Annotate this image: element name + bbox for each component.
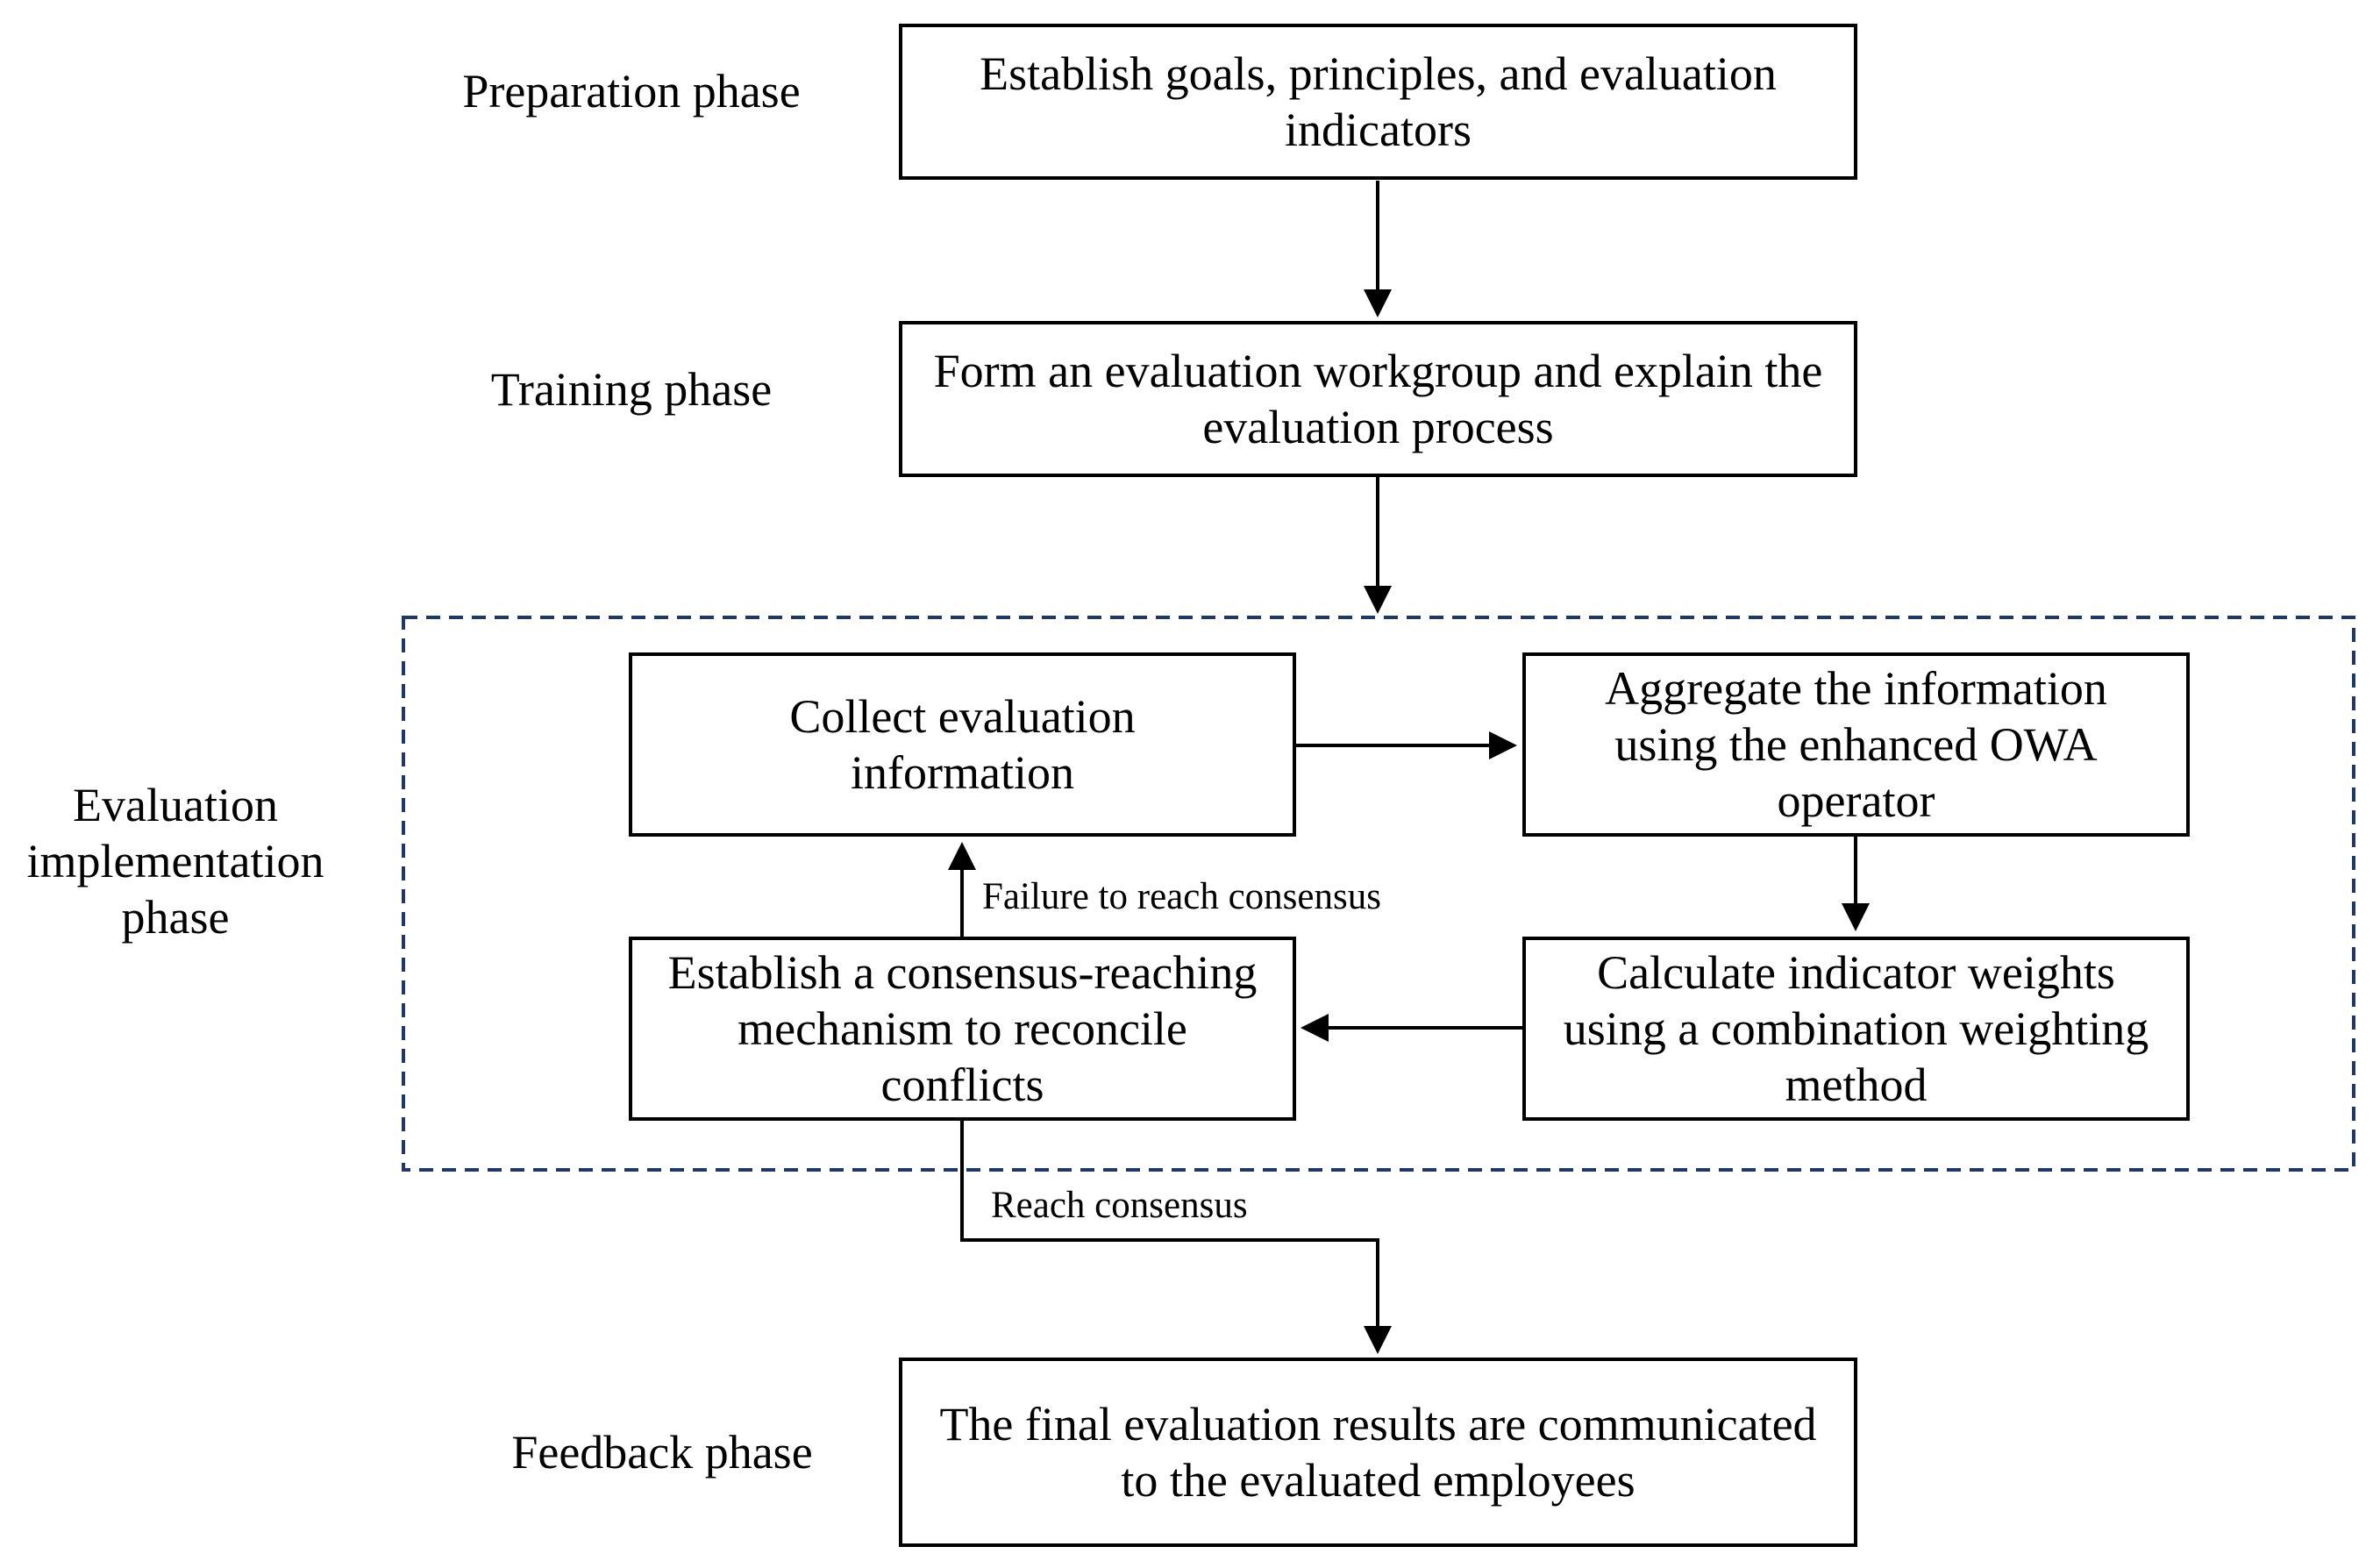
step-final-results: The final evaluation results are communi… (899, 1358, 1857, 1547)
phase-label-training: Training phase (490, 363, 773, 416)
step-aggregate-information-text: Aggregate the information using the enha… (1605, 662, 2107, 827)
step-aggregate-information: Aggregate the information using the enha… (1522, 652, 2190, 837)
step-calculate-weights-text: Calculate indicator weights using a comb… (1563, 946, 2149, 1111)
step-final-results-text: The final evaluation results are communi… (939, 1398, 1817, 1507)
step-calculate-weights: Calculate indicator weights using a comb… (1522, 937, 2190, 1121)
phase-label-evaluation-implementation: Evaluation implementation phase (26, 779, 324, 944)
step-consensus-mechanism: Establish a consensus-reaching mechanism… (629, 937, 1296, 1121)
edge-label-failure-to-reach-consensus: Failure to reach consensus (982, 876, 1381, 917)
step-consensus-mechanism-text: Establish a consensus-reaching mechanism… (667, 946, 1258, 1111)
step-form-workgroup-text: Form an evaluation workgroup and explain… (933, 345, 1823, 453)
step-collect-information: Collect evaluation information (629, 652, 1296, 837)
arrow-reach-consensus-to-feedback (960, 1121, 1392, 1354)
step-collect-information-text: Collect evaluation information (789, 690, 1136, 799)
phase-label-preparation: Preparation phase (462, 65, 801, 118)
step-establish-goals-text: Establish goals, principles, and evaluat… (980, 47, 1777, 156)
phase-label-feedback: Feedback phase (511, 1426, 813, 1479)
evaluation-implementation-region (402, 616, 2355, 1172)
edge-label-reach-consensus: Reach consensus (991, 1185, 1248, 1226)
step-form-workgroup: Form an evaluation workgroup and explain… (899, 321, 1857, 477)
step-establish-goals: Establish goals, principles, and evaluat… (899, 24, 1857, 180)
